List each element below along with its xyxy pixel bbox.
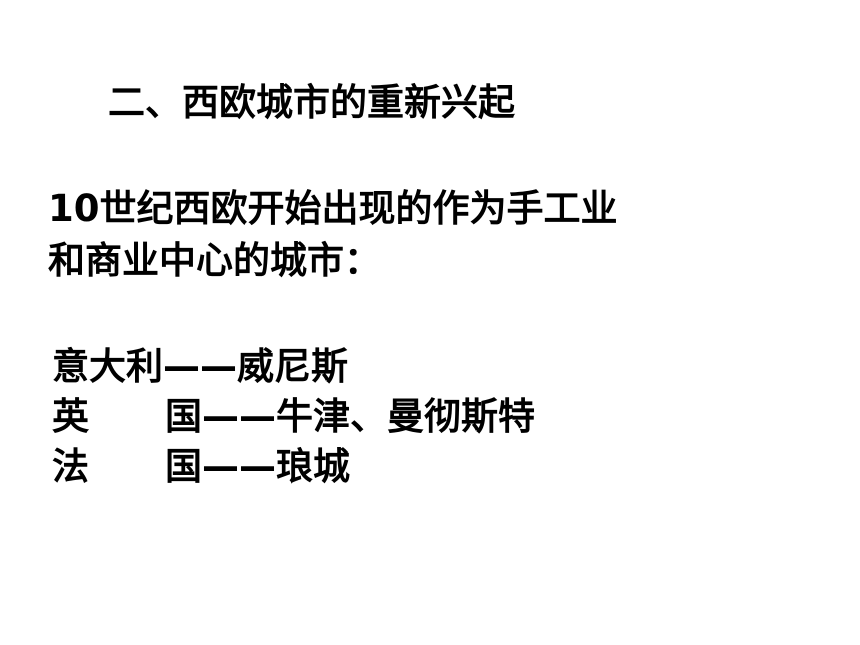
- city-row-italy: 意大利 —— 威尼斯: [52, 342, 535, 392]
- city-row-france: 法 国 —— 琅城: [52, 442, 535, 492]
- dash-separator: ——: [202, 395, 276, 438]
- slide-title: 二、西欧城市的重新兴起: [108, 81, 515, 124]
- city-names: 威尼斯: [237, 345, 348, 388]
- city-names: 牛津、曼彻斯特: [276, 395, 535, 438]
- country-char: 法: [52, 445, 89, 488]
- intro-text: 10世纪西欧开始出现的作为手工业 和商业中心的城市：: [48, 183, 618, 287]
- country-name: 意大利: [52, 345, 163, 388]
- city-row-england: 英 国 —— 牛津、曼彻斯特: [52, 392, 535, 442]
- country-name: 英 国: [52, 392, 202, 442]
- country-char: 国: [165, 445, 202, 488]
- country-char: 英: [52, 395, 89, 438]
- intro-line-2: 和商业中心的城市：: [48, 239, 381, 282]
- city-list: 意大利 —— 威尼斯 英 国 —— 牛津、曼彻斯特 法 国 —— 琅城: [52, 342, 535, 492]
- dash-separator: ——: [202, 445, 276, 488]
- country-name: 法 国: [52, 442, 202, 492]
- dash-separator: ——: [163, 345, 237, 388]
- intro-line-1: 10世纪西欧开始出现的作为手工业: [48, 187, 618, 230]
- country-char: 国: [165, 395, 202, 438]
- city-names: 琅城: [276, 445, 350, 488]
